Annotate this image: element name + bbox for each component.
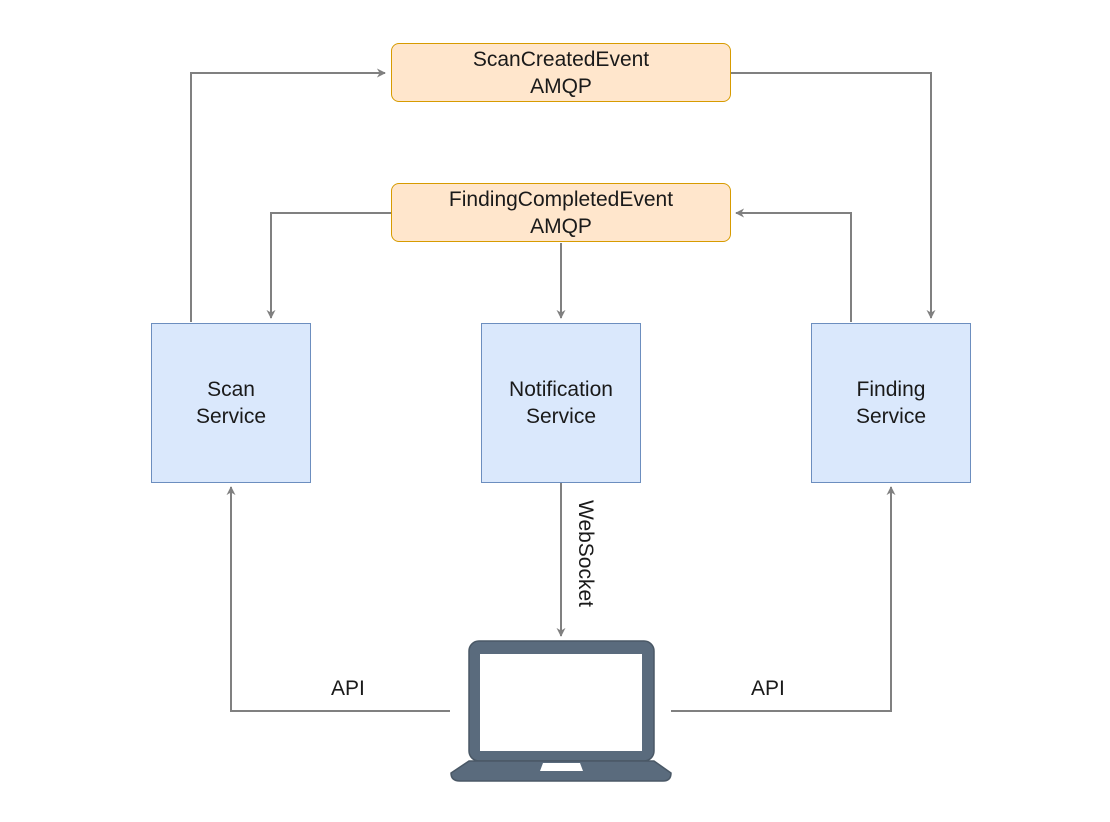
notification-service-label-line1: Notification (509, 378, 613, 401)
scan-created-event-protocol: AMQP (530, 74, 592, 98)
api-right-label: API (751, 677, 785, 700)
notification-service-box: Notification Service (481, 323, 641, 483)
connector-scan-created-to-finding (731, 72, 936, 319)
finding-completed-event-name: FindingCompletedEvent (448, 187, 674, 211)
scan-created-event-box: ScanCreatedEvent AMQP (391, 43, 731, 102)
laptop-icon (450, 640, 672, 782)
finding-service-label-line1: Finding (856, 378, 926, 401)
scan-service-box: Scan Service (151, 323, 311, 483)
finding-service-label-line2: Service (855, 405, 927, 428)
finding-completed-event-box: FindingCompletedEvent AMQP (391, 183, 731, 242)
connector-finding-to-finding-completed (735, 208, 852, 322)
finding-completed-event-protocol: AMQP (530, 214, 592, 238)
scan-created-event-name: ScanCreatedEvent (472, 47, 650, 71)
connector-finding-completed-to-scan (266, 212, 391, 319)
scan-service-label-line1: Scan (207, 378, 255, 401)
connector-client-to-finding (671, 486, 896, 712)
websocket-label: WebSocket (574, 500, 597, 607)
api-left-label: API (331, 677, 365, 700)
notification-service-label-line2: Service (525, 405, 597, 428)
finding-service-box: Finding Service (811, 323, 971, 483)
connector-scan-to-scan-created (190, 68, 386, 322)
connector-client-to-scan (226, 486, 450, 712)
scan-service-label-line2: Service (195, 405, 267, 428)
